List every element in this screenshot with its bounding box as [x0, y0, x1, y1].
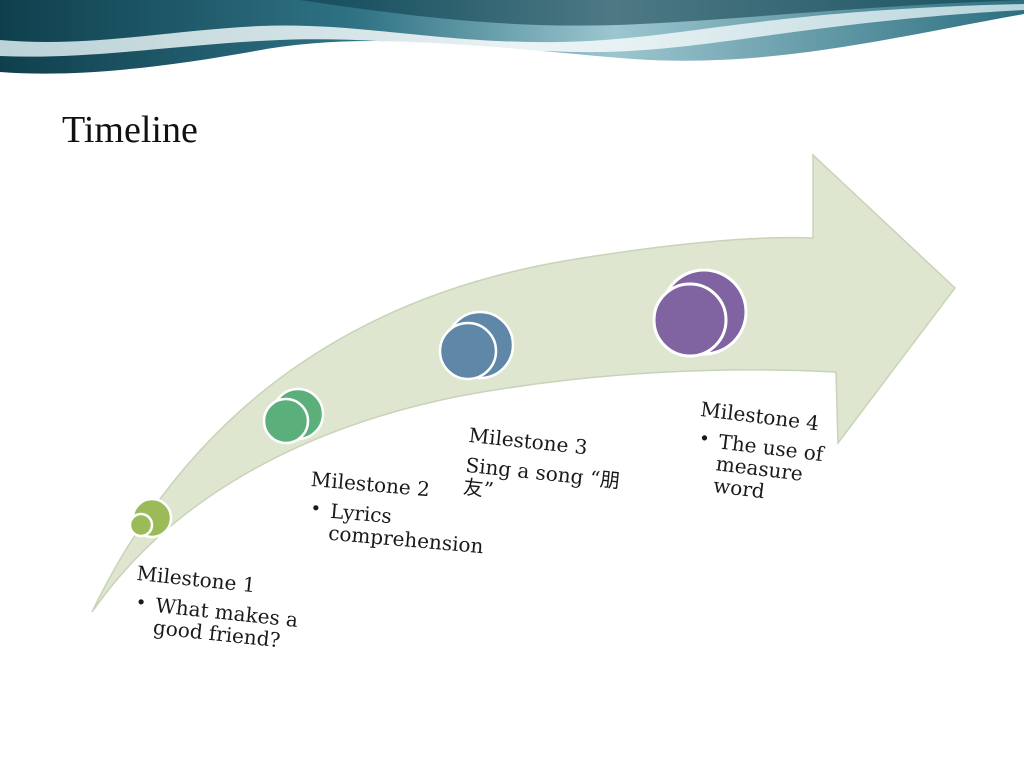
- milestone-4: Milestone 4 The use of measure word: [690, 397, 831, 509]
- timeline-arrow: [91, 153, 957, 613]
- milestone-2-marker: [262, 387, 325, 445]
- header-banner: [0, 0, 1024, 74]
- milestone-4-marker: [652, 268, 748, 358]
- milestone-4-bullet: The use of measure word: [712, 429, 827, 509]
- milestone-1-marker: [128, 497, 173, 539]
- milestone-3-marker: [438, 310, 515, 381]
- slide-title: Timeline: [62, 109, 198, 151]
